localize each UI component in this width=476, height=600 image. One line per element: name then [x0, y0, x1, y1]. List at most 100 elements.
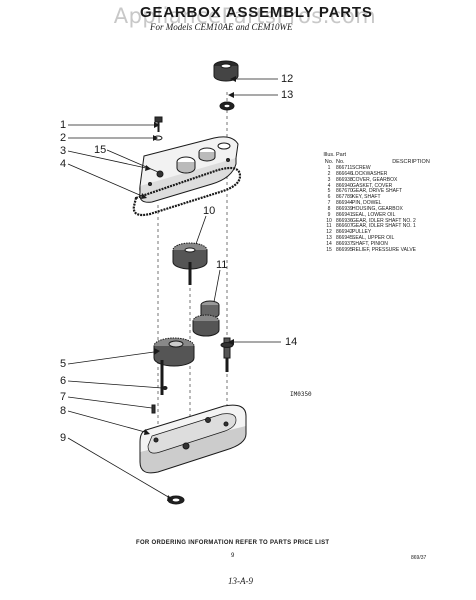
- callout-1: 1: [60, 119, 67, 131]
- part-description: COVER, GEARBOX: [352, 176, 398, 183]
- shaft-key: [162, 386, 168, 390]
- part-number: 866938: [336, 176, 353, 183]
- illus-number: 2: [327, 170, 331, 177]
- cover-gasket: [132, 166, 242, 217]
- illus-number: 12: [326, 229, 332, 236]
- illus-number: 5: [327, 188, 331, 195]
- callout-5: 5: [60, 358, 67, 370]
- callout-2: 2: [60, 132, 67, 144]
- part-description: HOUSING, GEARBOX: [352, 205, 403, 212]
- part-number: 866942: [336, 229, 353, 236]
- part-number: 866711: [336, 165, 353, 171]
- part-number: 867670: [336, 188, 353, 195]
- part-number: 866941: [336, 211, 353, 218]
- illus-header-bottom: No.: [324, 159, 334, 165]
- part-description: LOCKWASHER: [352, 170, 388, 177]
- callout-7: 7: [60, 391, 67, 403]
- part-description: KEY, SHAFT: [352, 194, 381, 201]
- watermark: AppliancePartsPros.com: [113, 4, 377, 28]
- illus-number: 3: [327, 176, 331, 183]
- illus-number: 1: [327, 165, 331, 171]
- callout-6: 6: [60, 375, 67, 387]
- illus-number: 7: [327, 200, 331, 207]
- illus-number: 11: [326, 223, 332, 230]
- illus-number: 14: [326, 240, 332, 247]
- callout-15: 15: [94, 144, 107, 156]
- part-description: SEAL, LOWER OIL: [352, 211, 396, 218]
- callout-9: 9: [60, 432, 67, 444]
- part-number: 866995: [336, 246, 353, 253]
- upper-oil-seal: [219, 101, 235, 111]
- dowel-pin: [151, 404, 156, 414]
- handwritten-note: 13-A-9: [228, 576, 253, 586]
- screw: [154, 116, 163, 132]
- part-number: 866937: [336, 240, 353, 247]
- page-title: GEARBOX ASSEMBLY PARTS: [140, 4, 373, 21]
- callout-14: 14: [285, 336, 298, 348]
- part-number: 866945: [336, 235, 353, 242]
- illus-number: 8: [327, 205, 331, 212]
- ordering-note: FOR ORDERING INFORMATION REFER TO PARTS …: [136, 540, 330, 546]
- illus-number: 10: [326, 217, 332, 224]
- part-header-bottom: No.: [336, 159, 345, 165]
- callout-4: 4: [60, 158, 67, 170]
- illus-number: 4: [327, 182, 331, 189]
- page-number: 9: [231, 553, 235, 559]
- part-description: SEAL, UPPER OIL: [352, 235, 395, 242]
- part-description: SCREW: [352, 165, 371, 171]
- callout-12: 12: [281, 73, 294, 85]
- callout-8: 8: [60, 405, 67, 417]
- part-number: 866944: [336, 200, 353, 207]
- part-number: 867789: [336, 194, 353, 201]
- idler-gear-no2: [172, 242, 208, 285]
- idler-gear-no1: [192, 300, 220, 337]
- drive-shaft-gear: [153, 337, 195, 395]
- part-description: GEAR, DRIVE SHAFT: [352, 188, 403, 195]
- part-number: 866646: [336, 170, 353, 177]
- illus-header-top: Illus.: [323, 152, 335, 158]
- callout-11: 11: [216, 259, 228, 271]
- pulley: [213, 60, 239, 82]
- parts-table-header: Illus. No. Part No. DESCRIPTION: [322, 152, 472, 166]
- figure-code: IM0350: [290, 391, 312, 398]
- description-header: DESCRIPTION: [392, 159, 430, 165]
- part-description: PIN, DOWEL: [352, 200, 382, 207]
- part-description: GEAR, IDLER SHAFT NO. 2: [352, 217, 416, 224]
- callout-3: 3: [60, 145, 67, 157]
- part-description: GASKET, COVER: [352, 182, 393, 189]
- pinion-shaft: [220, 337, 234, 372]
- callout-13: 13: [281, 89, 294, 101]
- illus-number: 13: [326, 235, 332, 242]
- part-description: GEAR, IDLER SHAFT NO. 1: [352, 223, 416, 230]
- part-description: PULLEY: [352, 229, 372, 236]
- part-number: 866607: [336, 223, 353, 230]
- part-header-top: Part: [336, 152, 347, 158]
- gearbox-housing: [139, 404, 247, 474]
- illus-number: 15: [326, 246, 332, 253]
- part-number: 866940: [336, 182, 353, 189]
- leader-lines: [67, 78, 281, 499]
- page-subtitle: For Models CEM10AE and CEM10WE: [150, 22, 293, 32]
- part-number: 866939: [336, 205, 353, 212]
- part-description: RELIEF, PRESSURE VALVE: [352, 246, 417, 253]
- part-number: 866936: [336, 217, 353, 224]
- date-code: 869/37: [411, 555, 427, 561]
